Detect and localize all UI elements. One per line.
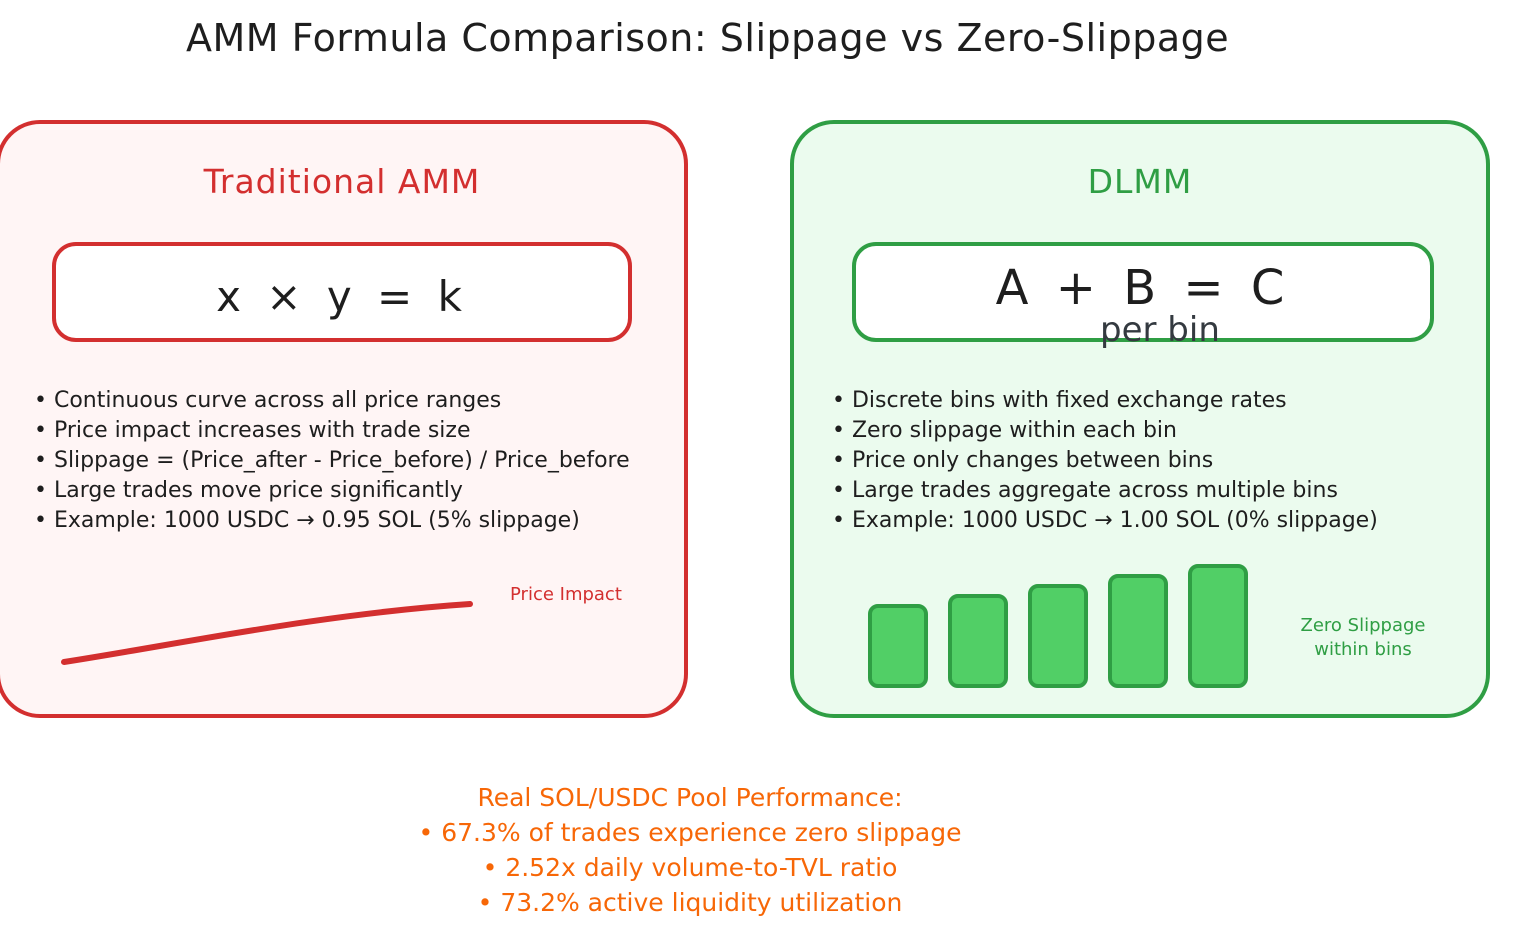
traditional-bullet-list: Continuous curve across all price ranges…	[34, 386, 630, 536]
diagram-title: AMM Formula Comparison: Slippage vs Zero…	[186, 16, 1230, 60]
traditional-formula: x × y = k	[216, 272, 468, 321]
dlmm-panel: DLMM A + B = C per bin Discrete bins wit…	[790, 120, 1490, 718]
traditional-formula-box: x × y = k	[52, 242, 632, 342]
list-item: Large trades aggregate across multiple b…	[832, 476, 1378, 506]
liquidity-bins	[868, 562, 1268, 688]
liquidity-bin-bar	[1028, 584, 1088, 688]
liquidity-bin-bar	[868, 604, 928, 688]
liquidity-bin-bar	[1188, 564, 1248, 688]
stats-item: • 2.52x daily volume-to-TVL ratio	[482, 853, 898, 882]
list-item: Example: 1000 USDC → 0.95 SOL (5% slippa…	[34, 506, 630, 536]
list-item: Discrete bins with fixed exchange rates	[832, 386, 1378, 416]
zero-slippage-label: Zero Slippage within bins	[1288, 614, 1438, 662]
stats-item: • 73.2% active liquidity utilization	[477, 888, 903, 917]
dlmm-title: DLMM	[1087, 162, 1193, 201]
dlmm-formula: A + B = C	[995, 260, 1291, 316]
list-item: Example: 1000 USDC → 1.00 SOL (0% slippa…	[832, 506, 1378, 536]
dlmm-formula-box: A + B = C per bin	[852, 242, 1434, 350]
pool-performance-stats: Real SOL/USDC Pool Performance: • 67.3% …	[340, 780, 1040, 920]
dlmm-formula-subtitle: per bin	[1100, 310, 1220, 350]
list-item: Slippage = (Price_after - Price_before) …	[34, 446, 630, 476]
price-impact-label: Price Impact	[510, 584, 622, 605]
list-item: Zero slippage within each bin	[832, 416, 1378, 446]
traditional-amm-panel: Traditional AMM x × y = k Continuous cur…	[0, 120, 688, 718]
list-item: Large trades move price significantly	[34, 476, 630, 506]
liquidity-bin-bar	[948, 594, 1008, 688]
list-item: Price impact increases with trade size	[34, 416, 630, 446]
stats-heading: Real SOL/USDC Pool Performance:	[477, 783, 903, 812]
zero-slippage-label-line1: Zero Slippage	[1300, 615, 1426, 636]
dlmm-bullet-list: Discrete bins with fixed exchange rates …	[832, 386, 1378, 536]
stats-item: • 67.3% of trades experience zero slippa…	[418, 818, 962, 847]
liquidity-bin-bar	[1108, 574, 1168, 688]
list-item: Price only changes between bins	[832, 446, 1378, 476]
price-impact-curve	[61, 601, 473, 665]
zero-slippage-label-line2: within bins	[1314, 639, 1412, 660]
traditional-amm-title: Traditional AMM	[203, 162, 481, 201]
list-item: Continuous curve across all price ranges	[34, 386, 630, 416]
